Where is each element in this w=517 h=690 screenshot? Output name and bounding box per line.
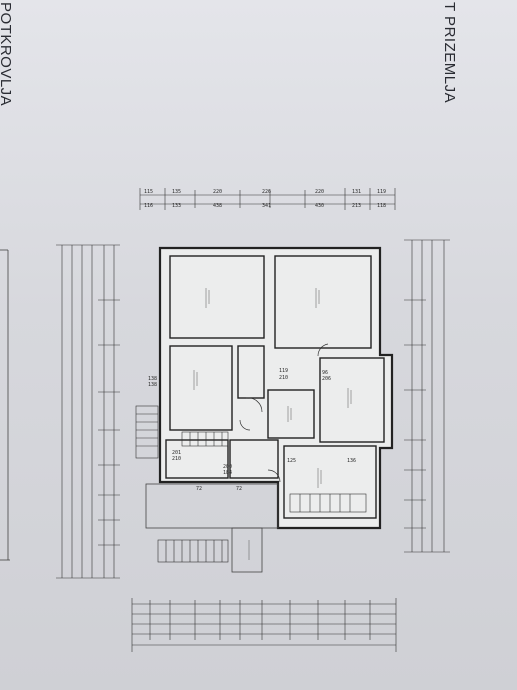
svg-text:136: 136 — [347, 458, 356, 464]
svg-text:341: 341 — [262, 203, 271, 209]
svg-text:118: 118 — [377, 203, 386, 209]
svg-text:138: 138 — [148, 376, 157, 382]
building-outline — [158, 246, 394, 530]
terrace — [145, 483, 279, 573]
svg-text:119: 119 — [279, 368, 288, 374]
svg-text:116: 116 — [144, 203, 153, 209]
bottom-dimension-lines — [131, 598, 397, 652]
svg-text:135: 135 — [172, 189, 181, 195]
svg-text:206: 206 — [322, 376, 331, 382]
room-annotations — [193, 288, 352, 560]
svg-text:119: 119 — [377, 189, 386, 195]
svg-text:96: 96 — [322, 370, 328, 376]
right-dimension-band — [404, 239, 450, 553]
top-dimension-lines — [139, 188, 396, 210]
svg-text:430: 430 — [315, 203, 324, 209]
svg-text:72: 72 — [196, 486, 202, 492]
svg-text:220: 220 — [213, 189, 222, 195]
svg-text:210: 210 — [172, 456, 181, 462]
svg-text:200: 200 — [223, 464, 232, 470]
svg-text:201: 201 — [172, 450, 181, 456]
svg-text:226: 226 — [262, 189, 271, 195]
svg-text:131: 131 — [352, 189, 361, 195]
svg-text:72: 72 — [236, 486, 242, 492]
stairs — [135, 405, 367, 563]
svg-text:210: 210 — [279, 375, 288, 381]
door-swings — [239, 343, 329, 483]
svg-text:133: 133 — [172, 203, 181, 209]
svg-text:138: 138 — [148, 382, 157, 388]
svg-text:220: 220 — [315, 189, 324, 195]
left-dimension-band — [56, 244, 120, 579]
svg-text:115: 115 — [144, 189, 153, 195]
svg-text:184: 184 — [223, 470, 232, 476]
svg-text:213: 213 — [352, 203, 361, 209]
svg-text:125: 125 — [287, 458, 296, 464]
attic-plan-edge — [0, 249, 10, 561]
plan-dimension-labels: 138 138 119 210 96 206 201 210 200 184 7… — [148, 368, 356, 492]
svg-text:438: 438 — [213, 203, 222, 209]
top-dimension-labels: 115 135 220 226 220 131 119 116 133 438 … — [144, 189, 386, 209]
